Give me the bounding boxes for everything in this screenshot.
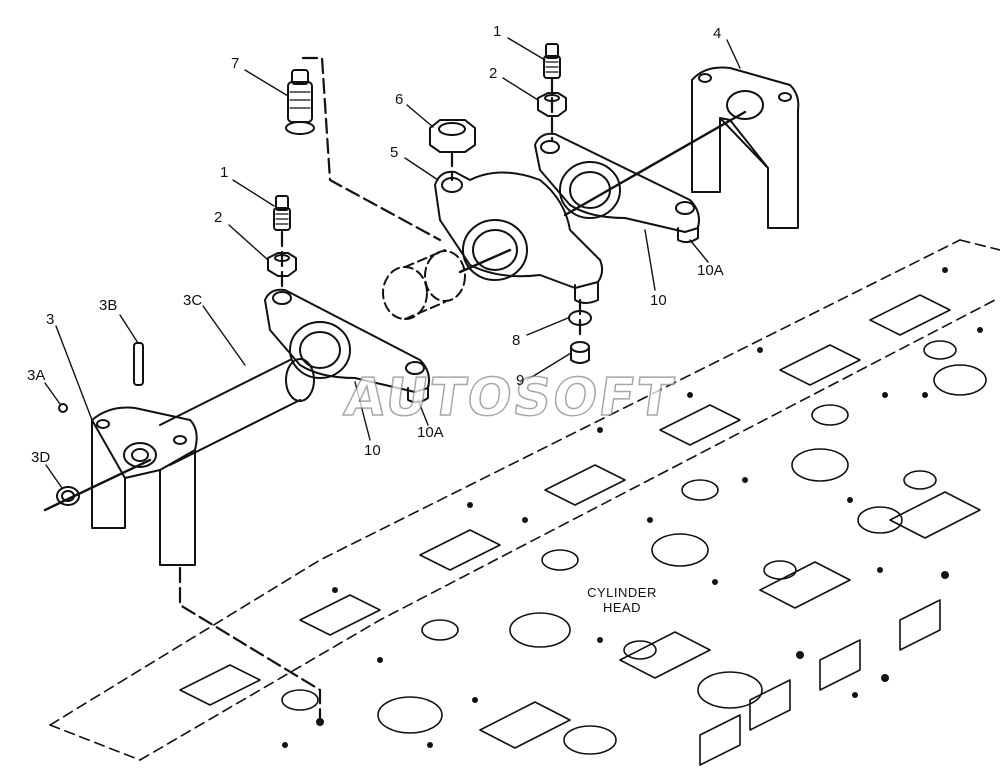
assembly-lines [178,56,582,720]
callout-3c: 3C [183,292,203,309]
callout-3a: 3A [27,367,46,384]
pivot-line-left [43,458,152,512]
bolt-7 [285,69,315,135]
callout-1-left: 1 [220,164,229,181]
caption-line-2: HEAD [602,600,642,615]
callout-7: 7 [231,55,240,72]
pivot-line-center [458,248,512,274]
dowel-pin-3b [133,342,144,386]
right-rocker-arm [534,132,700,244]
callout-9: 9 [516,372,525,389]
callout-10a-left: 10A [417,424,444,441]
leader-lines [44,37,741,489]
center-rocker-arm [434,170,604,304]
left-rocker-arm [264,288,430,404]
callout-6: 6 [395,91,404,108]
ball-3a [58,403,68,413]
right-rocker-shaft-support [691,66,800,229]
caption-line-1: CYLINDER [587,585,657,600]
callout-3b: 3B [99,297,118,314]
callout-4: 4 [713,25,722,42]
watermark: AUTOSOFT [340,367,679,429]
adjusting-screw-right [543,43,561,79]
cylinder-head [49,239,1000,761]
callout-1-right: 1 [493,23,502,40]
callout-3: 3 [46,311,55,328]
left-rocker-shaft-support [91,406,198,566]
callout-2-right: 2 [489,65,498,82]
nut-6 [429,119,476,153]
callout-10-left: 10 [364,442,381,459]
callout-5: 5 [390,144,399,161]
callout-2-left: 2 [214,209,223,226]
button-9 [570,341,590,364]
cylinder-head-ports [179,294,981,766]
callout-10a-right: 10A [697,262,724,279]
adjusting-screw-left [273,195,291,231]
cylinder-head-bores [281,340,987,755]
callout-10-right: 10 [650,292,667,309]
cylinder-head-caption: CYLINDER HEAD [580,585,664,615]
callout-3d: 3D [31,449,51,466]
rocker-shaft-3c [159,358,315,466]
cylinder-head-bolt-holes [282,267,983,748]
rocker-bushing [382,249,466,320]
callout-8: 8 [512,332,521,349]
pivot-line-right [563,110,747,217]
